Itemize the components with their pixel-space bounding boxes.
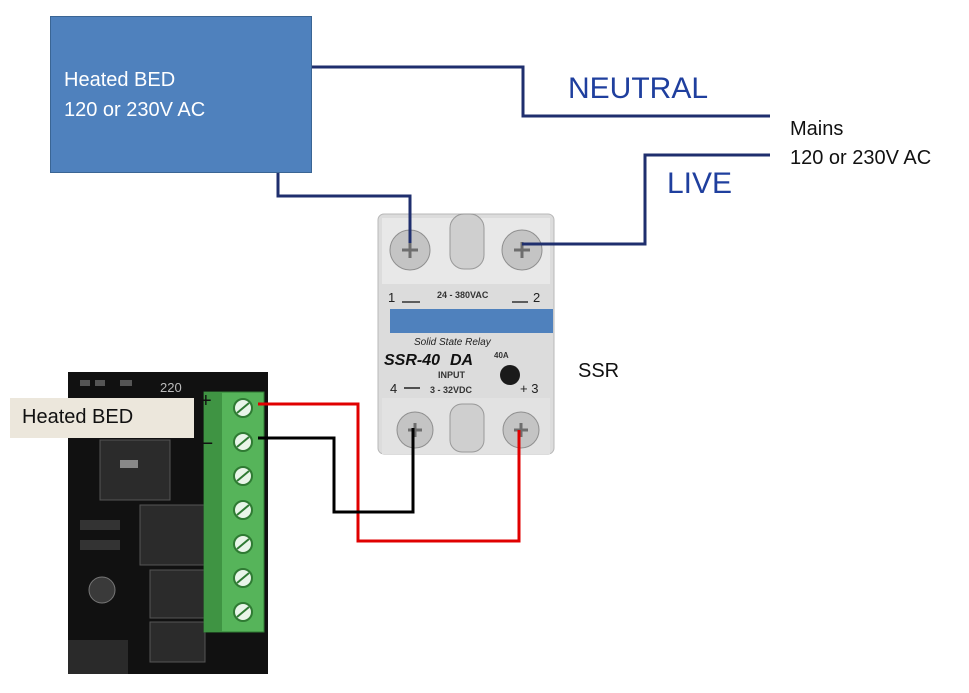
- ssr-label: SSR: [578, 360, 620, 382]
- board-corner: [68, 640, 128, 674]
- terminal-screw-slot: [236, 504, 250, 516]
- terminal-screws: [233, 398, 253, 622]
- dc-negative-wire: [258, 428, 415, 514]
- ssr-body-text: Solid State Relay: [414, 337, 492, 348]
- heated-bed-title: Heated BED: [64, 69, 176, 91]
- board-smd-6: [120, 460, 138, 468]
- terminal-screw-slot: [236, 572, 250, 584]
- board-mosfet-2: [149, 569, 211, 619]
- ssr-input-label: INPUT: [438, 370, 466, 380]
- board-smd-4: [80, 520, 120, 530]
- ssr-current: 40A: [494, 351, 509, 360]
- heated-bed-voltage: 120 or 230V AC: [64, 99, 206, 121]
- ssr-blue-label-strip: [390, 309, 553, 333]
- ssr-screw-1-slot: [402, 242, 418, 258]
- board-smd-5: [80, 540, 120, 550]
- terminal-screw-slot: [236, 538, 250, 550]
- board-heated-bed-tag: Heated BED: [10, 398, 194, 438]
- terminal-minus-label: –: [200, 429, 213, 454]
- live-wire: [522, 153, 770, 246]
- ssr-screw-3-slot: [514, 423, 528, 437]
- heated-bed-box: Heated BED 120 or 230V AC: [50, 16, 312, 173]
- ssr-led: [500, 365, 520, 385]
- ssr-terminal-4: 4: [390, 381, 397, 396]
- ssr-model-suffix: DA: [450, 352, 473, 369]
- neutral-label: NEUTRAL: [568, 72, 709, 105]
- board-smd-3: [120, 380, 132, 386]
- board-smd-2: [95, 380, 105, 386]
- ssr-bottom-slot: [449, 403, 485, 453]
- mains-voltage: 120 or 230V AC: [790, 147, 932, 169]
- ssr-input-range: 3 - 32VDC: [430, 385, 473, 395]
- terminal-screw-slot: [236, 402, 250, 414]
- board-silk-number: 220: [160, 380, 182, 395]
- board-mosfet-1: [139, 504, 211, 566]
- ssr-terminal-3: + 3: [520, 381, 538, 396]
- terminal-screw-slot: [236, 470, 250, 482]
- terminal-block-side: [204, 392, 222, 632]
- ssr-output-range: 24 - 380VAC: [437, 290, 489, 300]
- ssr-model: SSR-40: [384, 352, 440, 369]
- ssr-terminal-2: 2: [533, 290, 540, 305]
- neutral-wire: [278, 65, 770, 118]
- ssr-mount-slot: [449, 213, 485, 270]
- ssr-terminal-1: 1: [388, 290, 395, 305]
- board-heated-bed-text: Heated BED: [22, 406, 134, 428]
- board-chip: [99, 439, 171, 501]
- board-capacitor: [88, 576, 116, 604]
- ssr-relay: 1 2 24 - 380VAC Solid State Relay SSR-40…: [377, 213, 555, 455]
- mains-title: Mains: [790, 118, 844, 140]
- board-smd-1: [80, 380, 90, 386]
- board-mosfet-3: [149, 621, 206, 663]
- ssr-screw-4-slot: [408, 423, 422, 437]
- terminal-screw-slot: [236, 606, 250, 618]
- dc-positive-wire: [258, 402, 521, 543]
- terminal-plus-label: +: [200, 390, 212, 412]
- terminal-screw-slot: [236, 436, 250, 448]
- live-label: LIVE: [667, 167, 733, 200]
